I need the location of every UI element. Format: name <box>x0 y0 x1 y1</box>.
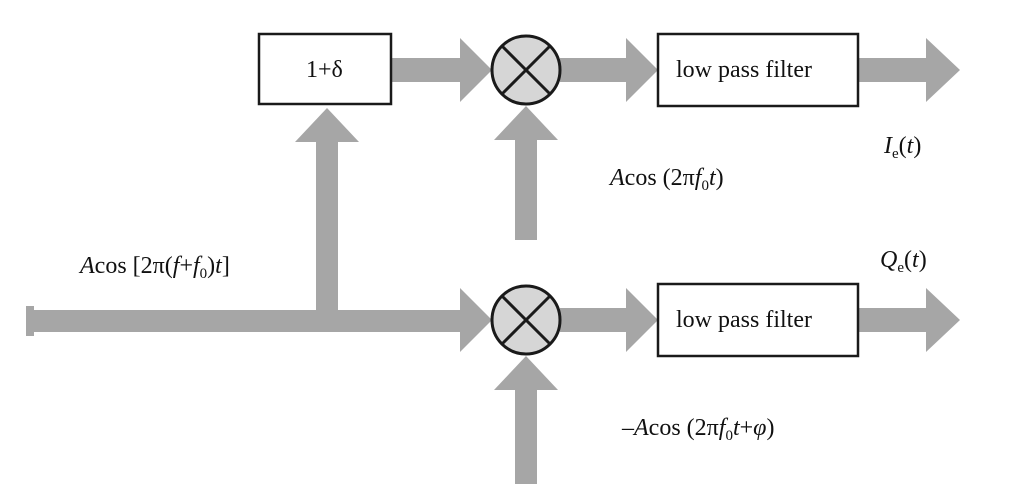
input-signal-label: Acos [2π(f+f0)t] <box>80 253 230 282</box>
bottom-mixer-to-lpf-arrow <box>560 288 658 352</box>
top-output-arrow <box>858 38 960 102</box>
gain-block <box>257 32 393 106</box>
top-lo-arrow <box>494 106 558 240</box>
output-i-label: Ie(t) <box>884 133 922 162</box>
bottom-lo-arrow <box>494 356 558 484</box>
lpf-top-label: low pass filter <box>676 57 812 83</box>
lo-bottom-label: –Acos (2πf0t+φ) <box>622 415 775 444</box>
gain-to-mixer-arrow <box>392 38 492 102</box>
branch-to-gain-arrow <box>295 108 359 314</box>
lpf-bottom-block <box>656 282 860 358</box>
top-mixer <box>490 34 562 106</box>
bottom-output-arrow <box>858 288 960 352</box>
top-mixer-to-lpf-arrow <box>560 38 658 102</box>
lpf-top-block <box>656 32 860 108</box>
lo-top-label: Acos (2πf0t) <box>610 165 724 194</box>
lpf-bottom-label: low pass filter <box>676 307 812 333</box>
bottom-mixer <box>490 284 562 356</box>
output-q-label: Qe(t) <box>880 247 927 276</box>
gain-block-label: 1+δ <box>306 57 343 83</box>
input-path <box>26 288 492 352</box>
